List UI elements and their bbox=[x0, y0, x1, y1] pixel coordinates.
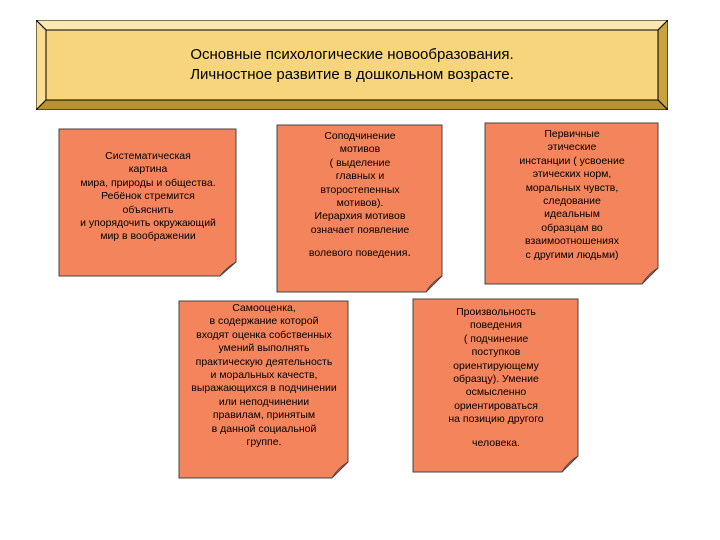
note-line: образцу). Умение bbox=[453, 373, 539, 386]
note-line: Соподчинение bbox=[324, 130, 396, 142]
note-last-text: волевого поведения bbox=[308, 247, 408, 260]
note-self-esteem-text: Самооценка, в содержание которой входят … bbox=[178, 302, 350, 449]
note-worldview-shape bbox=[58, 128, 237, 277]
title-line-1: Основные психологические новообразования… bbox=[190, 46, 514, 63]
note-line: с другими людьми) bbox=[525, 248, 619, 261]
note-line: мотивов bbox=[339, 143, 381, 156]
note-self-esteem: Самооценка, в содержание которой входят … bbox=[178, 300, 350, 480]
note-self-esteem-shape bbox=[178, 300, 349, 479]
note-line: Произвольность bbox=[456, 306, 536, 318]
note-line: входят оценка собственных bbox=[196, 328, 332, 341]
note-line: объяснить bbox=[122, 203, 174, 216]
note-last-mark: . bbox=[407, 244, 412, 260]
note-line: практическую деятельность bbox=[195, 355, 333, 368]
title-banner-frame bbox=[36, 20, 668, 110]
note-line: Систематическая bbox=[105, 150, 191, 162]
note-line: и упорядочить окружающий bbox=[80, 217, 216, 230]
note-worldview-text: Систематическая картина мира, природы и … bbox=[58, 150, 238, 244]
note-voluntary-behavior-text: Произвольность поведения ( подчинение по… bbox=[412, 306, 580, 450]
note-line: умений выполнять bbox=[218, 342, 310, 355]
note-line: мира, природы и общества. bbox=[80, 176, 216, 189]
note-worldview: Систематическая картина мира, природы и … bbox=[58, 128, 238, 278]
note-voluntary-behavior: Произвольность поведения ( подчинение по… bbox=[412, 298, 580, 474]
note-motives: Соподчинение мотивов ( выделение главных… bbox=[276, 124, 444, 294]
note-line: в данной социальной bbox=[211, 422, 317, 435]
note-ethics-shape bbox=[484, 122, 659, 285]
note-line: на позицию другого bbox=[448, 413, 544, 426]
note-line: поступков bbox=[471, 346, 521, 359]
note-line: ориентироваться bbox=[454, 399, 538, 412]
note-line: означает появление bbox=[310, 223, 410, 236]
note-line: мотивов). bbox=[336, 197, 384, 210]
note-motives-text: Соподчинение мотивов ( выделение главных… bbox=[276, 130, 444, 261]
note-line: мир в воображении bbox=[100, 230, 196, 243]
note-voluntary-behavior-shape bbox=[412, 298, 579, 473]
note-line: Первичные bbox=[544, 128, 600, 140]
title-line-2: Личностное развитие в дошкольном возраст… bbox=[190, 66, 514, 83]
note-line: этических норм, bbox=[532, 168, 612, 181]
title-banner: Основные психологические новообразования… bbox=[36, 20, 668, 110]
note-line: ориентирующему bbox=[453, 359, 539, 372]
note-line: моральных чувств, bbox=[525, 181, 619, 194]
note-line: и моральных качеств, bbox=[210, 369, 318, 382]
note-line: правилам, принятым bbox=[212, 409, 316, 422]
note-line: группе. bbox=[246, 436, 282, 449]
note-last-line: человека. bbox=[472, 436, 520, 449]
note-line: выражающихся в подчинении bbox=[191, 382, 337, 395]
note-line: идеальным bbox=[544, 208, 600, 221]
note-line: картина bbox=[128, 163, 168, 176]
note-line: второстепенных bbox=[320, 183, 400, 196]
note-motives-shape bbox=[276, 124, 443, 293]
note-line: Ребёнок стремится bbox=[101, 190, 195, 203]
note-line: в содержание которой bbox=[209, 315, 319, 328]
note-ethics-text: Первичные этические инстанции ( усвоение… bbox=[484, 128, 660, 262]
note-line: следование bbox=[543, 195, 601, 208]
note-line: ( подчинение bbox=[463, 332, 529, 345]
note-line: Самооценка, bbox=[232, 302, 296, 314]
note-line: ( выделение bbox=[329, 156, 391, 169]
title-text: Основные психологические новообразования… bbox=[36, 20, 668, 110]
note-line: этические bbox=[547, 141, 597, 154]
note-line: или неподчинении bbox=[218, 395, 310, 408]
note-line: взаимоотношениях bbox=[525, 235, 619, 248]
note-line: поведения bbox=[470, 319, 522, 332]
note-line: образцам во bbox=[541, 221, 603, 234]
note-line: инстанции ( усвоение bbox=[519, 154, 625, 167]
note-last-line: волевого поведения. bbox=[309, 245, 411, 260]
note-line: Иерархия мотивов bbox=[314, 210, 406, 223]
note-line: осмысленно bbox=[465, 386, 527, 399]
note-ethics: Первичные этические инстанции ( усвоение… bbox=[484, 122, 660, 286]
note-line: главных и bbox=[335, 170, 385, 183]
